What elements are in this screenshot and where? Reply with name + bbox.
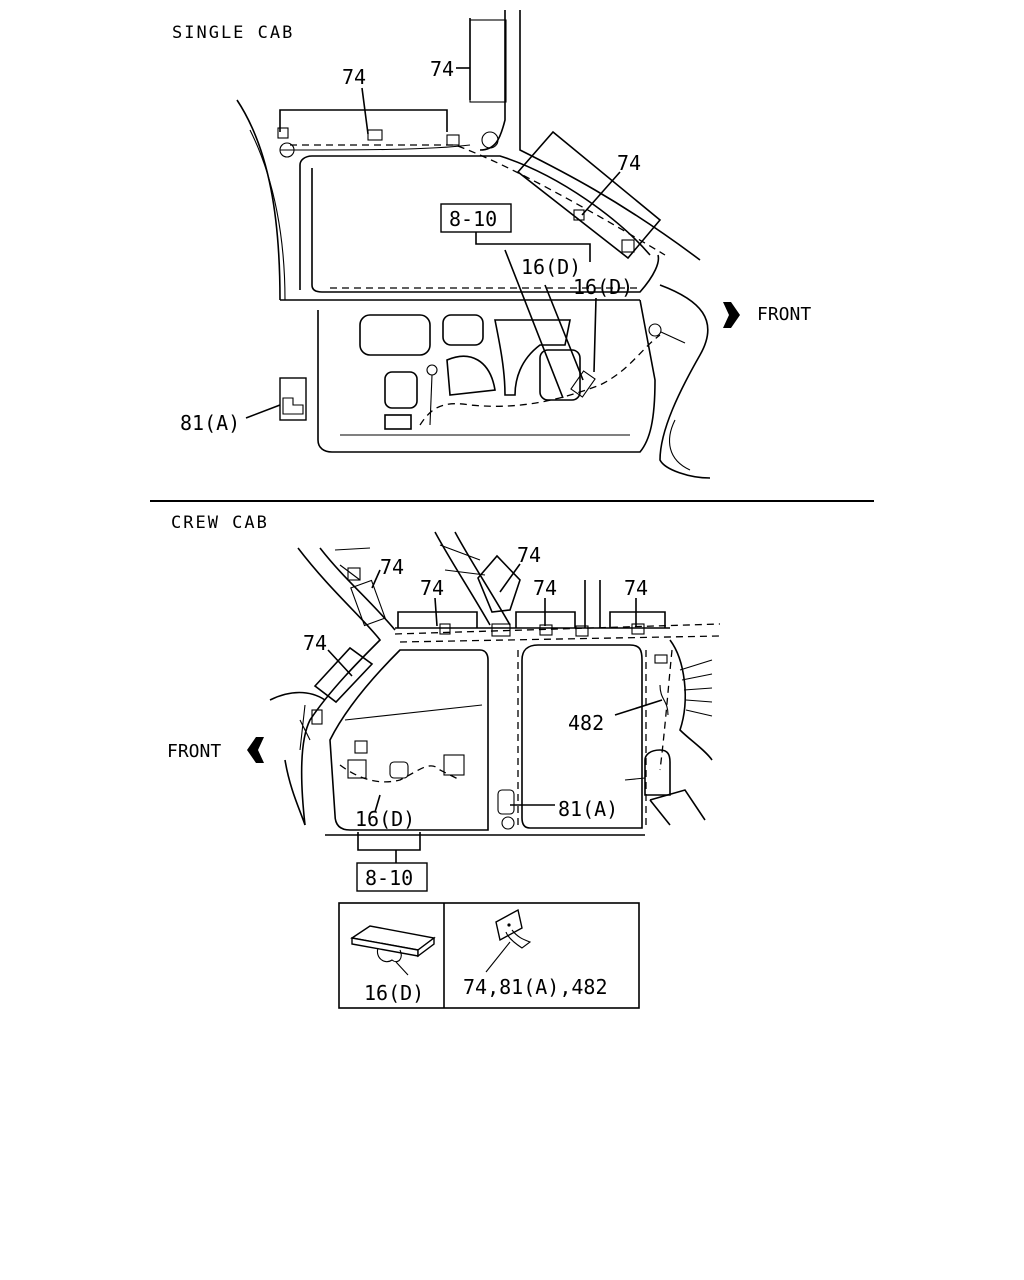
callout-74-crew-e: 74 <box>624 576 648 600</box>
legend-label-74-81a-482: 74,81(A),482 <box>463 975 608 999</box>
callout-482: 482 <box>568 711 604 735</box>
crew-cab-title: CREW CAB <box>171 513 269 533</box>
clip-group-74-c <box>516 130 662 260</box>
callout-74-crew-a: 74 <box>380 555 404 579</box>
clip-74-icon <box>485 908 532 973</box>
clip-group-74-crew-c <box>477 554 521 613</box>
callout-74-c: 74 <box>617 151 641 175</box>
crew-cab-section: CREW CAB <box>167 513 721 892</box>
callout-74-crew-d: 74 <box>533 576 557 600</box>
clip-group-74-b <box>469 19 507 103</box>
legend-box: 16(D) 74,81(A),482 <box>338 902 640 1009</box>
callout-16d-b: 16(D) <box>573 275 633 299</box>
single-cab-title: SINGLE CAB <box>172 23 294 43</box>
clip-group-74-crew-b <box>397 597 478 628</box>
ref-box-8-10-single-label: 8-10 <box>449 207 497 231</box>
clip-group-74-crew-a <box>350 579 386 627</box>
clip-group-74-crew-f <box>313 646 374 704</box>
callout-81a-single: 81(A) <box>180 411 240 435</box>
front-arrow-icon-left <box>247 737 264 763</box>
front-label-single: FRONT <box>757 304 811 325</box>
callout-74-a: 74 <box>342 65 366 89</box>
ref-box-8-10-crew <box>356 862 428 892</box>
front-arrow-icon-right <box>723 302 740 328</box>
clip-16d-icon <box>350 925 436 976</box>
callout-74-crew-b: 74 <box>420 576 444 600</box>
clip-group-74-crew-e <box>609 598 666 628</box>
single-cab-body-outline <box>236 10 711 479</box>
callout-16d-a: 16(D) <box>521 255 581 279</box>
single-cab-section: SINGLE CAB <box>172 10 811 479</box>
callout-74-crew-f: 74 <box>303 631 327 655</box>
legend-label-16d: 16(D) <box>364 981 424 1005</box>
callout-16d-crew: 16(D) <box>355 807 415 831</box>
crew-cab-body-outline <box>269 531 721 836</box>
callout-74-crew-c: 74 <box>517 543 541 567</box>
ref-box-8-10-crew-label: 8-10 <box>365 866 413 890</box>
callout-81a-crew: 81(A) <box>558 797 618 821</box>
clip-group-74-crew-d <box>515 598 576 628</box>
front-label-crew: FRONT <box>167 741 221 762</box>
callout-74-a-leader <box>279 87 448 135</box>
callout-74-b: 74 <box>430 57 454 81</box>
